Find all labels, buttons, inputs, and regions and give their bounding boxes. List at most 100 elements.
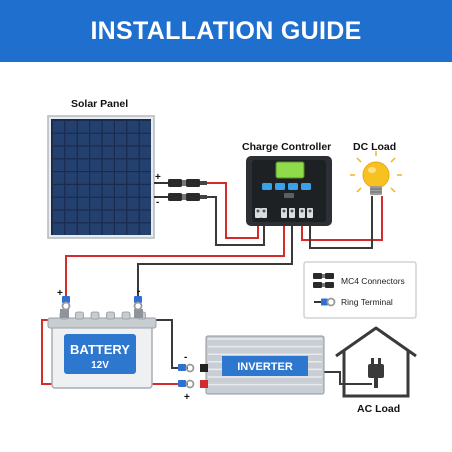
- controller-terminals: [255, 208, 313, 218]
- wire-panel-negative: [207, 196, 265, 246]
- legend-mc4-label: MC4 Connectors: [341, 276, 405, 286]
- battery-label: BATTERY: [70, 342, 130, 357]
- solar-panel-label: Solar Panel: [71, 98, 129, 110]
- solar-cell: [65, 197, 77, 210]
- solar-cell: [65, 223, 77, 235]
- controller-terminal: [281, 208, 287, 218]
- solar-cell: [102, 197, 114, 210]
- solar-cell: [127, 146, 139, 159]
- solar-cell: [65, 185, 77, 197]
- solar-cell: [127, 121, 139, 133]
- polarity-signs: + - + - - +: [57, 172, 190, 403]
- solar-cell: [53, 121, 65, 133]
- solar-cell: [53, 146, 65, 159]
- solar-cell: [53, 223, 65, 235]
- header-banner: INSTALLATION GUIDE: [0, 0, 452, 62]
- solar-cell: [115, 146, 127, 159]
- battery-cap: [106, 311, 115, 320]
- controller-terminal: [299, 208, 305, 218]
- battery-cap: [90, 311, 100, 320]
- solar-cell: [65, 159, 77, 171]
- solar-cell: [77, 133, 89, 146]
- battery-cap: [75, 311, 84, 320]
- solar-cell: [115, 121, 127, 133]
- solar-cell: [53, 197, 65, 210]
- controller-terminal: [261, 208, 267, 218]
- solar-cell: [102, 210, 114, 223]
- solar-cell: [77, 185, 89, 197]
- inverter-plus-sign: +: [184, 392, 190, 403]
- solar-cell: [77, 197, 89, 210]
- mc4-connectors-panel: [154, 179, 207, 201]
- solar-cell: [53, 159, 65, 171]
- solar-panel: [47, 115, 155, 239]
- page-title: INSTALLATION GUIDE: [90, 16, 362, 45]
- solar-cell: [127, 210, 139, 223]
- solar-cell: [115, 223, 127, 235]
- battery: BATTERY 12V: [47, 309, 157, 389]
- ring-terminal-battery-neg: [133, 296, 143, 311]
- solar-cell: [90, 133, 102, 146]
- solar-cell: [127, 197, 139, 210]
- dc-load-bulb: [350, 151, 402, 195]
- terminal-screw: [282, 209, 286, 213]
- controller-terminal: [255, 208, 261, 218]
- ring-terminal-battery-pos: [61, 296, 71, 311]
- ring-terminal-inverter-neg: [178, 363, 195, 373]
- solar-cell: [65, 121, 77, 133]
- solar-cell: [90, 223, 102, 235]
- battery-plus-sign: +: [57, 288, 63, 299]
- solar-cell: [90, 172, 102, 184]
- solar-cell: [65, 133, 77, 146]
- battery-minus-sign: -: [137, 286, 140, 297]
- solar-cell: [90, 146, 102, 159]
- solar-cell: [65, 172, 77, 184]
- terminal-screw: [290, 209, 294, 213]
- solar-cell: [139, 121, 151, 133]
- wire-battery-negative: [137, 222, 293, 296]
- wire-load-negative: [309, 196, 373, 249]
- solar-cell: [77, 146, 89, 159]
- terminal-screw: [300, 209, 304, 213]
- legend-mc4-icon: [313, 273, 334, 288]
- solar-cell: [65, 210, 77, 223]
- dc-load-label: DC Load: [353, 141, 397, 153]
- charge-controller-label: Charge Controller: [242, 141, 332, 153]
- solar-cell: [127, 172, 139, 184]
- terminal-screw: [256, 209, 260, 213]
- solar-cell: [102, 185, 114, 197]
- solar-cell: [53, 185, 65, 197]
- panel-plus-sign: +: [155, 172, 161, 183]
- solar-cell: [90, 159, 102, 171]
- ring-terminals: [61, 296, 195, 389]
- solar-cell: [139, 159, 151, 171]
- solar-cell: [65, 146, 77, 159]
- inverter-minus-sign: -: [184, 352, 187, 363]
- solar-cell: [77, 121, 89, 133]
- solar-cell: [102, 159, 114, 171]
- solar-cell: [90, 121, 102, 133]
- legend-ring-terminal-label: Ring Terminal: [341, 297, 393, 307]
- solar-cell: [53, 210, 65, 223]
- ac-load-house-icon: [335, 326, 417, 398]
- ring-terminal-inverter-pos: [178, 379, 195, 389]
- solar-cell: [139, 223, 151, 235]
- solar-cell: [127, 223, 139, 235]
- wire-battery-positive: [65, 222, 285, 296]
- battery-cap: [121, 311, 131, 320]
- legend-ring-terminal-icon: [314, 297, 336, 307]
- solar-cell: [139, 197, 151, 210]
- wire-load-positive: [301, 196, 383, 241]
- terminal-screw: [308, 209, 312, 213]
- solar-cell: [127, 185, 139, 197]
- solar-cell: [139, 146, 151, 159]
- solar-cell: [77, 159, 89, 171]
- solar-cell: [77, 172, 89, 184]
- solar-cell: [115, 210, 127, 223]
- solar-cell: [90, 210, 102, 223]
- solar-cell: [115, 172, 127, 184]
- solar-cell: [53, 133, 65, 146]
- solar-cell: [53, 172, 65, 184]
- controller-terminal: [289, 208, 295, 218]
